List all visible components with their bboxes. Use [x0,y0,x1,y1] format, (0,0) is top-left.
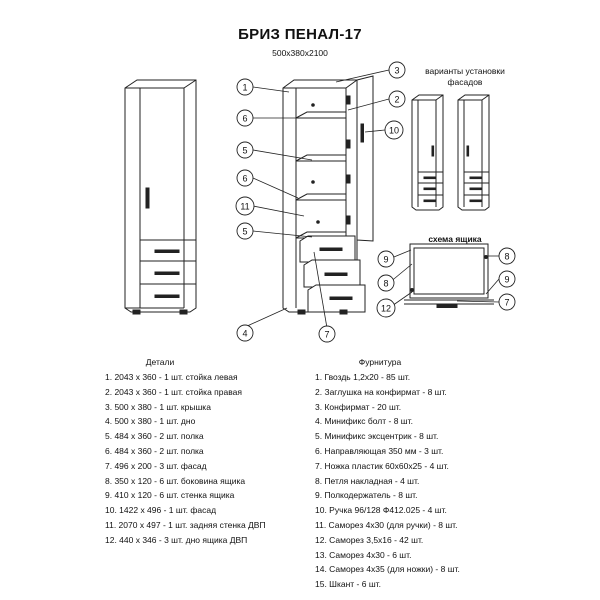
callout-5-top: 5 [242,146,247,156]
details-item: 8. 350 х 120 - 6 шт. боковина ящика [105,475,246,486]
details-item: 6. 484 х 360 - 2 шт. полка [105,445,204,456]
details-item: 2. 2043 х 360 - 1 шт. стойка правая [105,386,242,397]
facade-variant-1-drawing [411,94,444,211]
drawer-callout-9-left: 9 [383,255,388,265]
drawer-callout-7: 7 [504,298,509,308]
open-cabinet-drawing [282,75,374,315]
details-item: 9. 410 х 120 - 6 шт. стенка ящика [105,490,235,501]
drawer-scheme-drawing [404,243,494,308]
fittings-item: 9. Полкодержатель - 8 шт. [315,490,418,501]
closed-cabinet-drawing [124,79,197,315]
facade-variants-line2: фасадов [447,77,483,87]
drawer-callout-8-left: 8 [383,279,388,289]
fittings-item: 14. Саморез 4х35 (для ножки) - 8 шт. [315,564,460,575]
facade-variants-label: варианты установки фасадов [417,66,513,88]
fittings-heading: Фурнитура [358,357,402,367]
assembly-diagram: 1 3 2 6 10 5 6 11 5 4 7 9 8 8 9 12 7 [124,61,516,343]
fittings-list: 1. Гвоздь 1,2х20 - 85 шт. 2. Заглушка на… [315,370,460,592]
callout-10: 10 [389,126,399,136]
fittings-item: 12. Саморез 3,5х16 - 42 шт. [315,534,424,545]
facade-variants-line1: варианты установки [425,66,505,76]
details-list: 1. 2043 х 360 - 1 шт. стойка левая 2. 20… [105,370,266,548]
details-item: 4. 500 х 380 - 1 шт. дно [105,416,196,427]
drawer-callout-12: 12 [381,304,391,314]
callout-6-bottom: 6 [242,174,247,184]
diagram-title: БРИЗ ПЕНАЛ-17 [238,26,362,43]
callout-2: 2 [394,95,399,105]
details-item: 1. 2043 х 360 - 1 шт. стойка левая [105,372,238,382]
callout-3: 3 [394,66,399,76]
fittings-item: 5. Минификс эксцентрик - 8 шт. [315,431,439,442]
fittings-item: 13. Саморез 4х30 - 6 шт. [315,549,412,560]
callout-6-top: 6 [242,114,247,124]
drawer-scheme-label: схема ящика [428,234,482,244]
callout-circles [235,61,516,343]
fittings-item: 4. Минификс болт - 8 шт. [315,416,413,427]
fittings-item: 6. Направляющая 350 мм - 3 шт. [315,445,444,456]
details-item: 10. 1422 х 496 - 1 шт. фасад [105,505,217,516]
fittings-item: 1. Гвоздь 1,2х20 - 85 шт. [315,372,411,382]
callout-7: 7 [324,330,329,340]
details-item: 7. 496 х 200 - 3 шт. фасад [105,460,207,471]
details-item: 11. 2070 х 497 - 1 шт. задняя стенка ДВП [105,519,266,530]
fittings-item: 15. Шкант - 6 шт. [315,579,381,590]
callout-leader-lines [244,69,500,329]
fittings-item: 11. Саморез 4х30 (для ручки) - 8 шт. [315,519,458,530]
callout-4: 4 [242,329,247,339]
details-item: 5. 484 х 360 - 2 шт. полка [105,431,204,442]
callout-1: 1 [242,83,247,93]
fittings-item: 3. Конфирмат - 20 шт. [315,401,402,412]
drawer-callout-9-right: 9 [504,275,509,285]
fittings-item: 10. Ручка 96/128 Ф412.025 - 4 шт. [315,505,447,516]
details-item: 3. 500 х 380 - 1 шт. крышка [105,401,211,412]
callout-11: 11 [240,202,249,212]
dimensions-label: 500x380x2100 [272,48,328,58]
drawer-callout-8-right: 8 [504,252,509,262]
details-item: 12. 440 х 346 - 3 шт. дно ящика ДВП [105,534,248,545]
fittings-item: 7. Ножка пластик 60х60х25 - 4 шт. [315,460,449,471]
details-heading: Детали [145,357,175,367]
fittings-item: 8. Петля накладная - 4 шт. [315,475,420,486]
fittings-item: 2. Заглушка на конфирмат - 8 шт. [315,386,447,397]
callout-5-bottom: 5 [242,227,247,237]
facade-variant-2-drawing [457,94,490,211]
